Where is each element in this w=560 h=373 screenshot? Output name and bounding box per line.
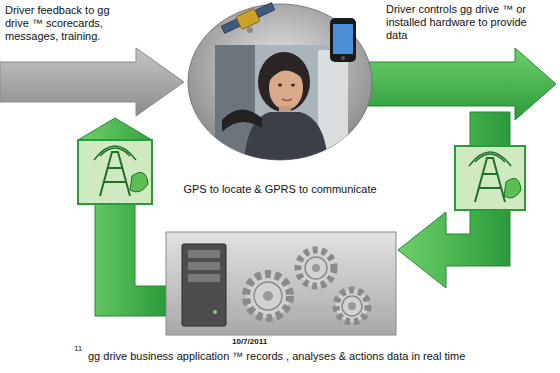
caption-label: gg drive business application ™ records … bbox=[88, 350, 465, 363]
tower-icon bbox=[78, 140, 152, 204]
date-label: 10/7/2011 bbox=[232, 337, 267, 347]
driver-picture bbox=[188, 3, 372, 160]
server-picture bbox=[166, 232, 396, 335]
data-arrow bbox=[360, 48, 556, 120]
satellite-icon bbox=[221, 3, 275, 34]
downlink-arrow bbox=[78, 118, 166, 316]
page-number: 11 bbox=[74, 344, 82, 354]
phone-icon bbox=[330, 18, 356, 62]
tower-icon bbox=[455, 146, 525, 210]
feedback-label: Driver feedback to gg drive ™ scorecards… bbox=[5, 4, 133, 43]
link-label: GPS to locate & GPRS to communicate bbox=[150, 183, 410, 196]
data-label: Driver controls gg drive ™ or installed … bbox=[386, 3, 534, 42]
feedback-arrow bbox=[0, 48, 184, 116]
